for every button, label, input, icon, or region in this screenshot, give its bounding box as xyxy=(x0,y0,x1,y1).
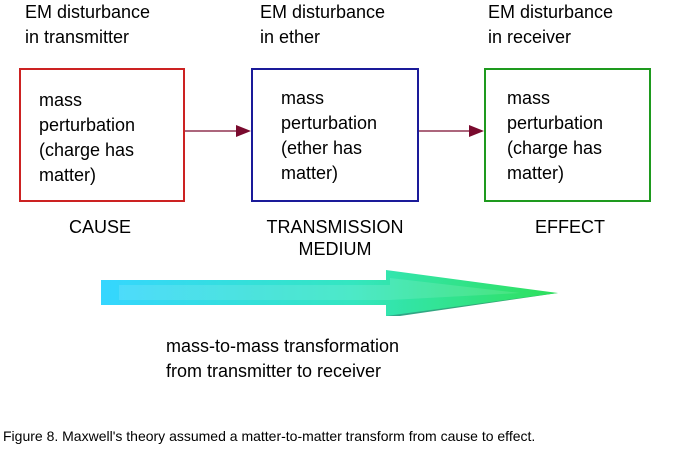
stage-1-header-line-1: EM disturbance xyxy=(25,2,151,22)
stage-2-header-line-2: in ether xyxy=(260,27,321,47)
stage-3-header-line-1: EM disturbance xyxy=(488,2,614,22)
receiver-box-line-1: mass xyxy=(507,88,551,108)
cause-label: CAUSE xyxy=(40,216,160,238)
flow-caption: mass-to-mass transformation from transmi… xyxy=(166,334,399,384)
ether-box-text: mass perturbation (ether has matter) xyxy=(281,86,377,186)
ether-box-line-3: (ether has xyxy=(281,138,363,158)
connector-arrow-1 xyxy=(185,125,251,137)
transmitter-box: mass perturbation (charge has matter) xyxy=(19,68,185,202)
stage-1-header: EM disturbance in transmitter xyxy=(25,0,150,50)
receiver-box: mass perturbation (charge has matter) xyxy=(484,68,651,202)
stage-3-header-line-2: in receiver xyxy=(488,27,572,47)
flow-caption-line-1: mass-to-mass transformation xyxy=(166,336,400,356)
transmitter-box-text: mass perturbation (charge has matter) xyxy=(39,88,135,188)
transmission-medium-label-line-2: MEDIUM xyxy=(298,239,372,259)
receiver-box-line-4: matter) xyxy=(507,163,565,183)
figure-caption: Figure 8. Maxwell's theory assumed a mat… xyxy=(3,428,536,444)
transmission-medium-label-line-1: TRANSMISSION xyxy=(266,217,404,237)
connector-arrow-2 xyxy=(419,125,484,137)
ether-box-line-4: matter) xyxy=(281,163,339,183)
stage-3-header: EM disturbance in receiver xyxy=(488,0,613,50)
flow-arrow xyxy=(101,270,558,316)
transmitter-box-line-2: perturbation xyxy=(39,115,136,135)
cause-label-line-1: CAUSE xyxy=(68,217,131,237)
receiver-box-text: mass perturbation (charge has matter) xyxy=(507,86,603,186)
ether-box-line-2: perturbation xyxy=(281,113,378,133)
transmitter-box-line-1: mass xyxy=(39,90,83,110)
ether-box-line-1: mass xyxy=(281,88,325,108)
receiver-box-line-3: (charge has xyxy=(507,138,603,158)
effect-label-line-1: EFFECT xyxy=(535,217,605,237)
effect-label: EFFECT xyxy=(510,216,630,238)
flow-caption-line-2: from transmitter to receiver xyxy=(166,361,382,381)
stage-1-header-line-2: in transmitter xyxy=(25,27,130,47)
stage-2-header-line-1: EM disturbance xyxy=(260,2,386,22)
transmitter-box-line-4: matter) xyxy=(39,165,97,185)
receiver-box-line-2: perturbation xyxy=(507,113,604,133)
stage-2-header: EM disturbance in ether xyxy=(260,0,385,50)
transmitter-box-line-3: (charge has xyxy=(39,140,135,160)
transmission-medium-label: TRANSMISSION MEDIUM xyxy=(245,216,425,260)
ether-box: mass perturbation (ether has matter) xyxy=(251,68,419,202)
